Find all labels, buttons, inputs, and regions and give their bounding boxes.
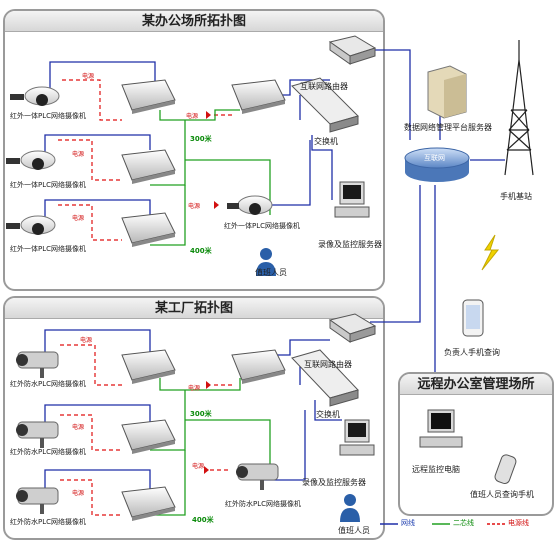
factory-distance-400: 400米 [192,516,214,524]
factory-topology-title: 某工厂拓扑图 [5,298,383,319]
factory-server-label: 录像及监控服务器 [302,478,366,487]
factory-topology-panel: 某工厂拓扑图 [3,296,385,540]
office-server [334,181,370,218]
legend-twisted-pair: 二芯线 [453,519,474,527]
factory-camera-4-label: 红外防水PLC网络摄像机 [225,500,302,508]
factory-camera-3-label: 红外防水PLC网络摄像机 [10,518,87,526]
remote-mobile [494,454,517,484]
factory-twisted-pair-lines [150,378,271,516]
office-server-label: 录像及监控服务器 [318,240,382,249]
office-camera-3-label: 红外一体PLC网络摄像机 [10,245,87,253]
office-power-label-3: 电源 [72,215,85,222]
office-topology-title: 某办公场所拓扑图 [5,11,383,32]
office-switch [291,77,359,133]
factory-plc-adapter-2 [121,419,176,454]
internet-label: 互联网 [424,154,445,162]
remote-mobile-label: 值班人员查询手机 [470,490,534,499]
legend-network: 网线 [401,519,415,527]
factory-camera-2 [16,421,59,448]
office-camera-1 [10,86,60,106]
office-camera-3 [6,215,56,235]
factory-power-label-4: 电源 [188,385,201,392]
office-plc-adapter-1 [121,79,176,114]
office-switch-label: 交换机 [314,137,338,146]
factory-distance-300: 300米 [190,410,212,418]
factory-plc-adapter-4 [231,349,286,384]
factory-server [339,419,375,456]
office-power-label-2: 电源 [72,151,85,158]
factory-power-label-5: 电源 [192,463,205,470]
legend-power-line: 电源线 [508,519,529,527]
platform-server [427,65,467,119]
office-plc-adapter-2 [121,149,176,184]
office-plc-adapter-4 [231,79,286,114]
office-camera-4-label: 红外一体PLC网络摄像机 [224,222,301,230]
remote-office-title: 远程办公室管理场所 [400,374,552,395]
phone-user-label: 负责人手机查询 [444,348,500,357]
platform-server-label: 数据网络管理平台服务器 [404,123,492,132]
factory-router [328,313,377,343]
office-staff-label: 值班人员 [255,268,287,277]
office-plc-adapter-3 [121,212,176,247]
office-camera-2-label: 红外一体PLC网络摄像机 [10,181,87,189]
factory-switch-label: 交换机 [316,410,340,419]
factory-staff-label: 值班人员 [338,526,370,535]
signal-lightning [481,234,500,271]
responsible-phone [462,299,484,337]
remote-pc [419,409,463,448]
factory-switch [291,349,359,407]
factory-power-lines [60,344,232,516]
factory-staff-icon [340,494,360,522]
office-distance-300: 300米 [190,135,212,143]
office-power-label-1: 电源 [82,73,95,80]
office-staff-icon [256,248,276,276]
office-power-label-5: 电源 [188,203,201,210]
factory-power-label-1: 电源 [80,337,93,344]
factory-plc-adapter-1 [121,349,176,384]
factory-power-label-3: 电源 [72,490,85,497]
office-twisted-pair-lines [150,109,271,246]
office-router [328,35,377,65]
remote-pc-label: 远程监控电脑 [412,465,460,474]
power-plug-icons [204,111,219,474]
factory-camera-1-label: 红外防水PLC网络摄像机 [10,380,87,388]
base-station-label: 手机基站 [500,192,532,201]
factory-router-label: 互联网路由器 [304,360,352,369]
office-distance-400: 400米 [190,247,212,255]
factory-power-label-2: 电源 [72,424,85,431]
base-station-tower [504,40,534,176]
factory-camera-4 [236,463,279,490]
office-camera-4 [227,195,273,215]
office-power-label-4: 电源 [186,113,199,120]
factory-camera-3 [16,487,59,514]
office-router-label: 互联网路由器 [300,82,348,91]
factory-plc-adapter-3 [121,486,176,521]
office-camera-1-label: 红外一体PLC网络摄像机 [10,112,87,120]
factory-camera-2-label: 红外防水PLC网络摄像机 [10,448,87,456]
office-camera-2 [6,150,56,170]
factory-camera-1 [16,351,59,378]
internet-disk [404,147,470,182]
